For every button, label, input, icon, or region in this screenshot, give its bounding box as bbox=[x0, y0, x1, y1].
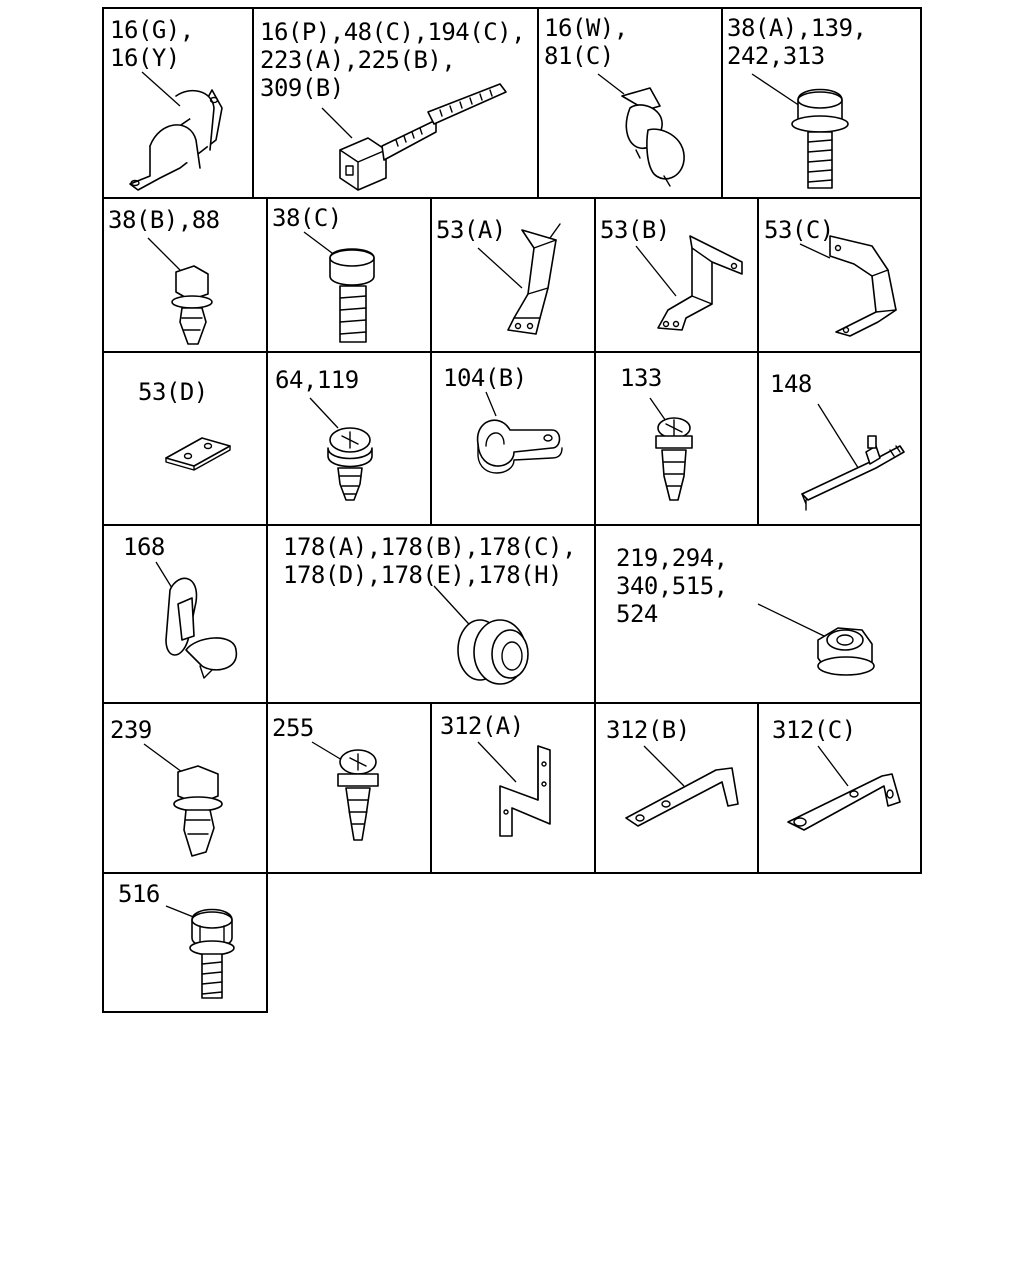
part-drawing-c14-ground-strip bbox=[801, 403, 905, 511]
label-c5: 38(B),88 bbox=[108, 206, 220, 234]
part-drawing-c17-flange-nut bbox=[757, 603, 875, 676]
label-c17-line3: 524 bbox=[616, 600, 658, 628]
part-drawing-c12-p-clamp bbox=[476, 391, 563, 474]
part-drawing-c10-plate bbox=[165, 437, 231, 471]
label-c23: 516 bbox=[118, 880, 160, 908]
label-c13: 133 bbox=[620, 364, 662, 392]
part-drawing-c11-phillips-screw bbox=[309, 397, 373, 501]
label-c19: 255 bbox=[272, 714, 314, 742]
part-drawing-c15-harness-clip bbox=[155, 561, 237, 679]
label-c17-line2: 340,515, bbox=[616, 572, 728, 600]
label-c2-line1: 16(P),48(C),194(C), bbox=[260, 18, 525, 46]
label-c3-line2: 81(C) bbox=[544, 42, 614, 70]
label-c4-line1: 38(A),139, bbox=[727, 14, 867, 42]
label-c4-line2: 242,313 bbox=[727, 42, 825, 70]
label-c2-line3: 309(B) bbox=[260, 74, 344, 102]
label-c3-line1: 16(W), bbox=[544, 14, 628, 42]
part-drawing-c19-tapping-screw bbox=[311, 741, 379, 841]
part-drawing-c20-bracket bbox=[477, 741, 551, 837]
part-drawing-c7-bracket bbox=[477, 223, 561, 335]
label-c6: 38(C) bbox=[272, 204, 342, 232]
part-drawing-c9-bracket bbox=[799, 235, 897, 337]
cell-22-frame bbox=[757, 702, 922, 874]
part-drawing-c2-cable-tie bbox=[321, 83, 507, 191]
part-drawing-c1-harness-clamp bbox=[129, 71, 223, 191]
label-c21: 312(B) bbox=[606, 716, 690, 744]
label-c8: 53(B) bbox=[600, 216, 670, 244]
label-c17-line1: 219,294, bbox=[616, 544, 728, 572]
part-drawing-c23-bolt bbox=[165, 905, 235, 999]
label-c16-line2: 178(D),178(E),178(H) bbox=[283, 561, 562, 589]
label-c1-line1: 16(G), bbox=[110, 16, 194, 44]
part-drawing-c4-flange-bolt bbox=[751, 73, 849, 189]
part-drawing-c3-wire-clip bbox=[597, 73, 685, 187]
label-c11: 64,119 bbox=[275, 366, 359, 394]
part-drawing-c22-bracket bbox=[787, 745, 901, 831]
cell-23-frame bbox=[102, 872, 268, 1013]
label-c12: 104(B) bbox=[443, 364, 527, 392]
part-labels: 16(G), 16(Y) 16(P),48(C),194(C), 223(A),… bbox=[108, 14, 867, 908]
label-c14: 148 bbox=[770, 370, 812, 398]
label-c2-line2: 223(A),225(B), bbox=[260, 46, 455, 74]
grid bbox=[102, 7, 922, 1013]
label-c16-line1: 178(A),178(B),178(C), bbox=[283, 533, 576, 561]
part-drawing-c16-grommet bbox=[433, 585, 529, 685]
label-c10: 53(D) bbox=[138, 378, 208, 406]
part-drawing-c5-hex-clip-bolt bbox=[147, 237, 213, 345]
label-c9: 53(C) bbox=[764, 216, 834, 244]
label-c20: 312(A) bbox=[440, 712, 524, 740]
part-drawing-c13-phillips-screw bbox=[649, 397, 693, 501]
label-c22: 312(C) bbox=[772, 716, 856, 744]
label-c7: 53(A) bbox=[436, 216, 506, 244]
part-drawing-c6-bolt bbox=[303, 231, 375, 343]
part-drawing-c18-hex-clip-bolt bbox=[143, 743, 223, 857]
label-c15: 168 bbox=[123, 533, 165, 561]
label-c18: 239 bbox=[110, 716, 152, 744]
part-drawing-c8-bracket bbox=[635, 235, 743, 331]
part-drawing-c21-bracket bbox=[625, 745, 739, 827]
label-c1-line2: 16(Y) bbox=[110, 44, 180, 72]
